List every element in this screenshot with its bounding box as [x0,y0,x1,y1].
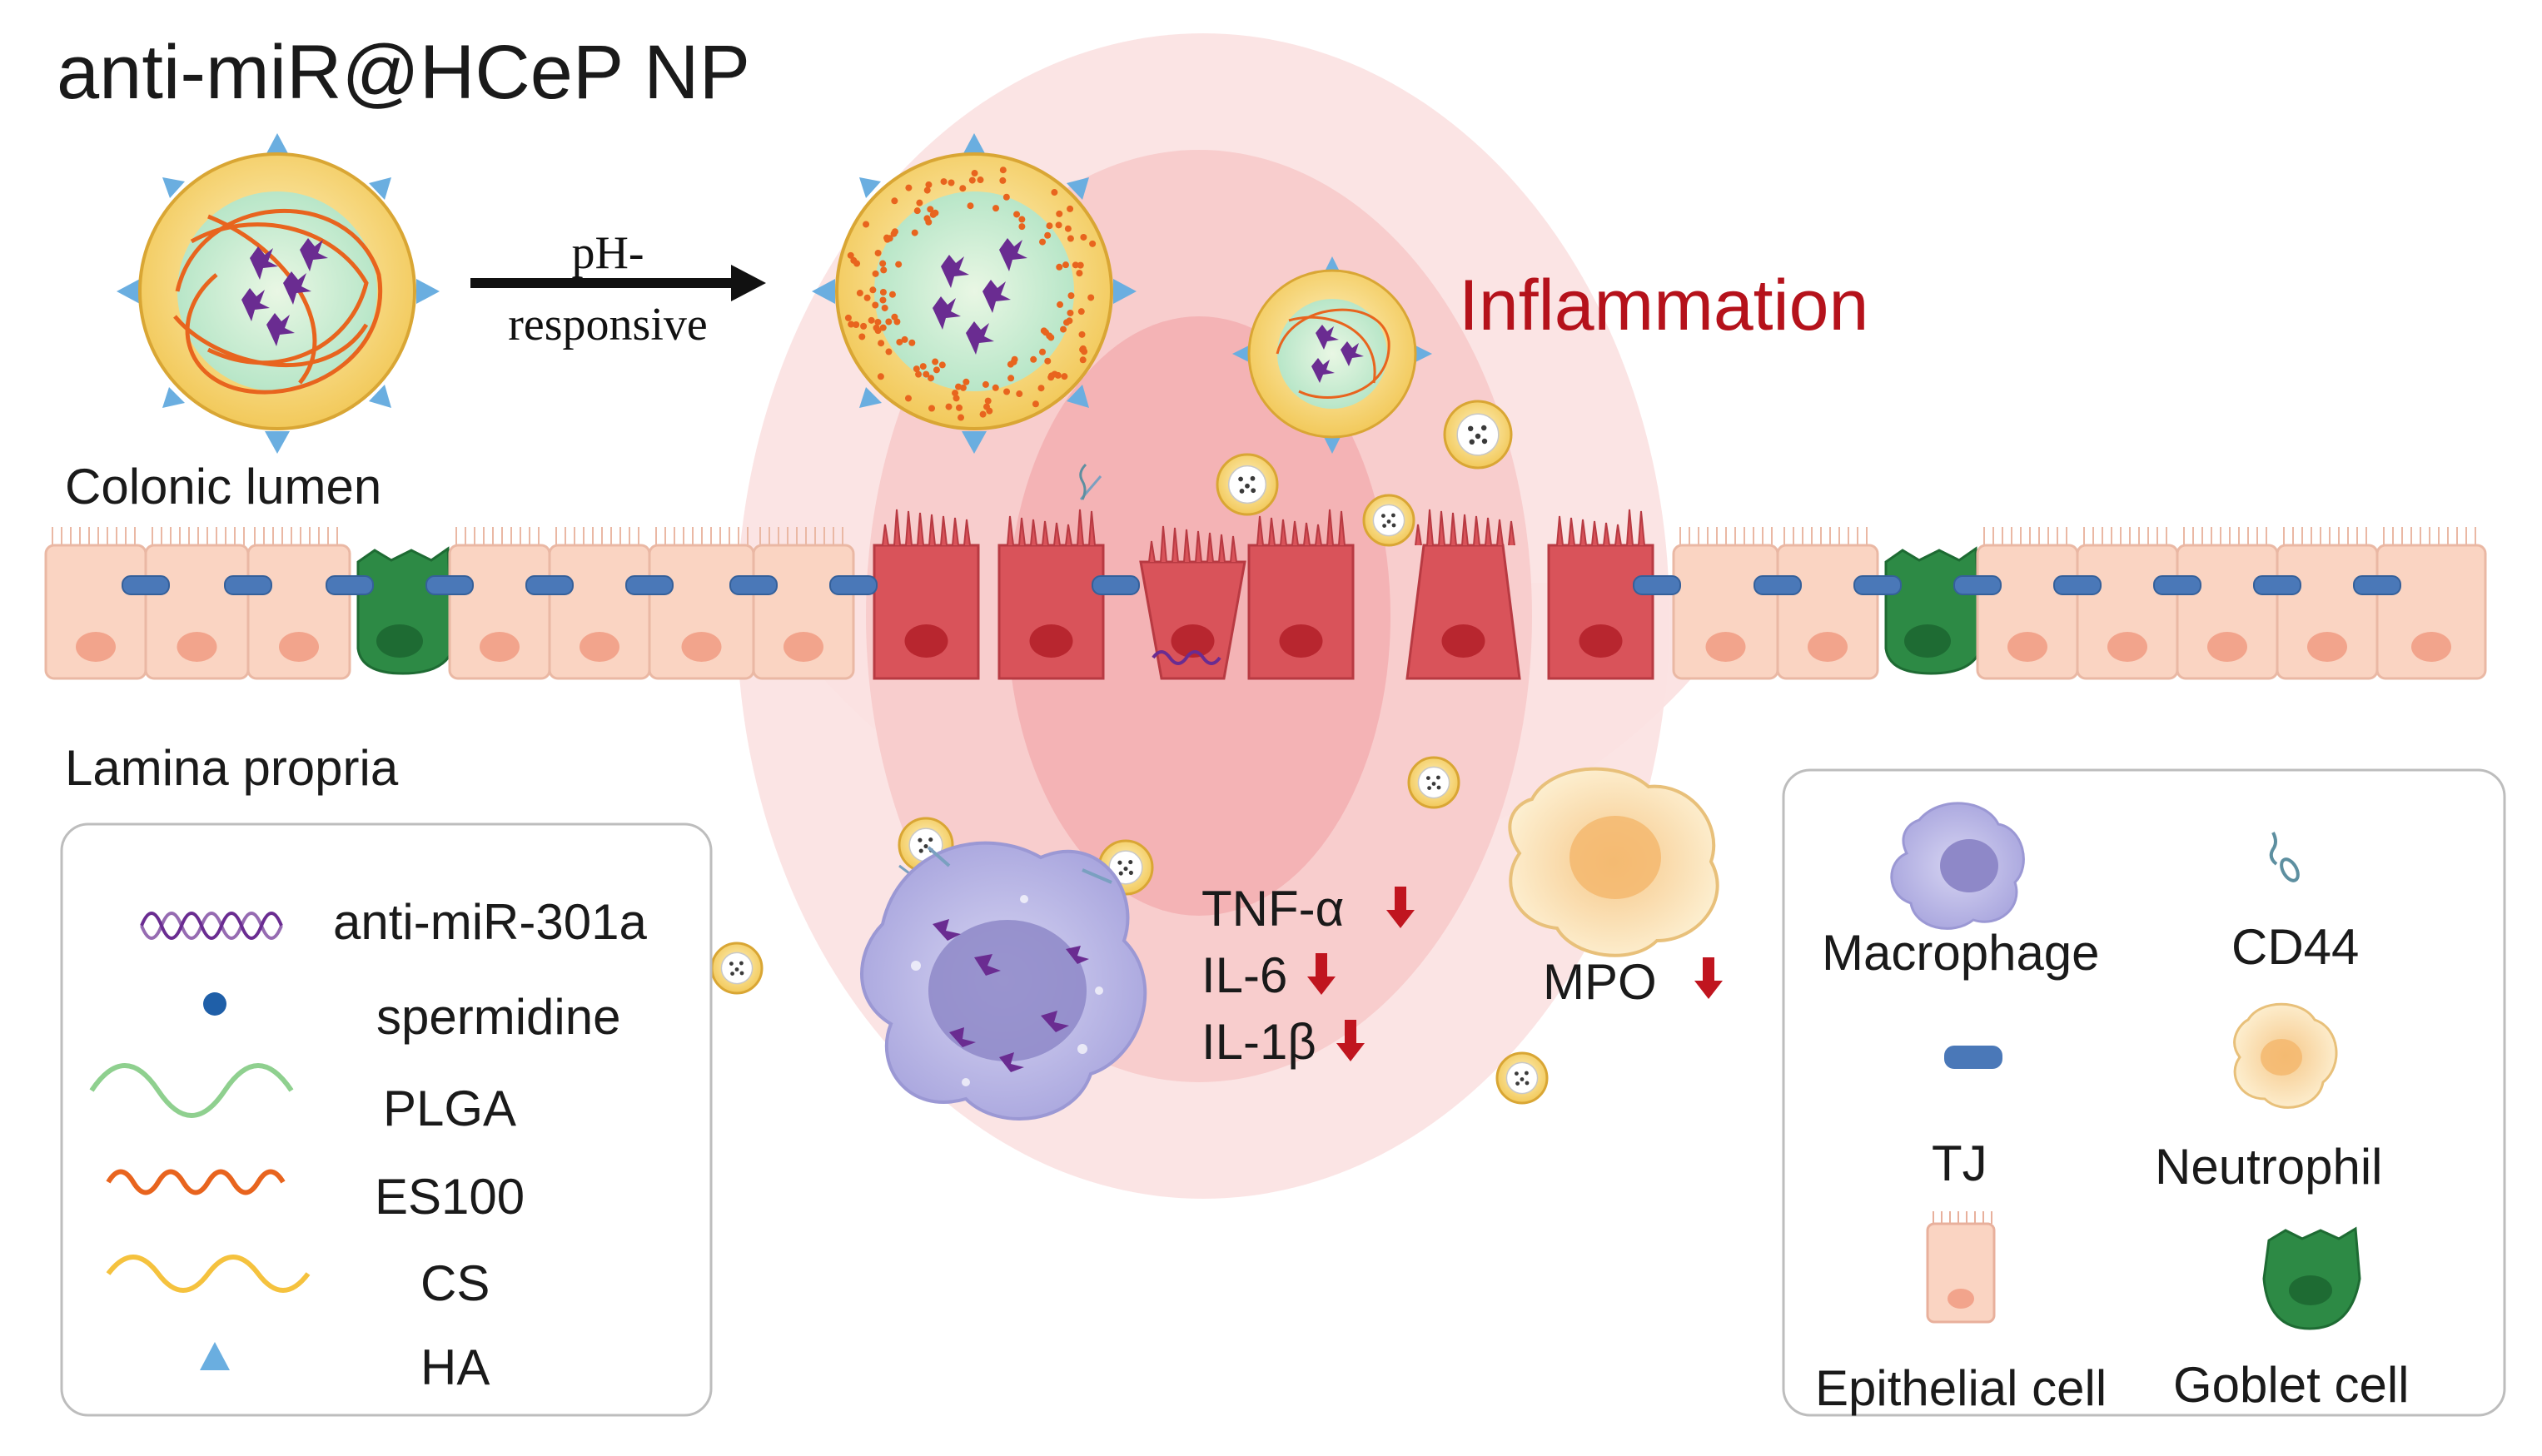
down-arrow-icon [1694,957,1723,999]
inflammation-label: Inflammation [1459,266,1868,345]
legend-label-antimir: anti-miR-301a [333,894,647,950]
right-legend: Macrophage CD44 TJ Neutrophil Epithelial… [1782,768,2506,1417]
down-arrow-icons [1307,887,1723,1061]
cs-wave-icon [106,1255,311,1293]
cd44-icon [2269,832,2300,882]
cytokine-tnf: TNF-α [1201,881,1344,937]
plga-wave-icon [89,1063,294,1118]
lamina-propria-label: Lamina propria [65,740,399,796]
legend-label-ha: HA [420,1339,490,1395]
legend-label-goblet: Goblet cell [2173,1357,2409,1413]
arrow-label-bottom: responsive [508,299,708,350]
legend-label-plga: PLGA [383,1081,516,1136]
colonic-lumen-label: Colonic lumen [65,459,381,514]
helix-icon [140,912,283,940]
down-arrow-icon [1386,887,1415,928]
tight-junction-icon [1944,1046,2002,1069]
epithelial-cell-icon [1926,1211,1996,1324]
legend-label-neutrophil: Neutrophil [2155,1139,2383,1195]
macrophage-icon [1890,802,2025,930]
ph-responsive-arrow: pH- responsive [470,227,766,350]
triangle-icon [200,1342,230,1370]
sphere-icon [203,992,226,1016]
mpo-label: MPO [1543,954,1657,1010]
nanoparticle-intact [117,133,440,454]
es100-wave-icon [106,1169,286,1195]
nanoparticle-medium [1232,256,1432,454]
legend-label-tj: TJ [1932,1135,1987,1191]
down-arrow-icon [1336,1020,1365,1061]
legend-label-es100: ES100 [375,1169,525,1225]
legend-label-spermidine: spermidine [376,989,620,1045]
cytokine-il1b: IL-1β [1201,1014,1316,1070]
epithelial-layer [44,509,2487,680]
cytokine-il6: IL-6 [1201,947,1287,1003]
legend-label-macrophage: Macrophage [1822,925,2100,981]
down-arrow-icon [1307,953,1336,995]
page-title: anti-miR@HCeP NP [57,30,750,115]
goblet-cell-icon [2262,1226,2361,1330]
neutrophil-icon [2233,1002,2338,1109]
neutrophil-cell [1508,767,1719,957]
macrophage-cell [860,841,1147,1121]
cytokine-list: TNF-α IL-6 IL-1β MPO [1201,881,1723,1070]
arrow-label-top: pH- [571,227,644,279]
legend-label-epithelial: Epithelial cell [1815,1360,2107,1416]
legend-label-cs: CS [420,1255,490,1311]
left-legend: anti-miR-301a spermidine PLGA ES100 CS H… [60,822,713,1417]
legend-label-cd44: CD44 [2231,919,2359,975]
nanoparticle-released [812,133,1137,454]
